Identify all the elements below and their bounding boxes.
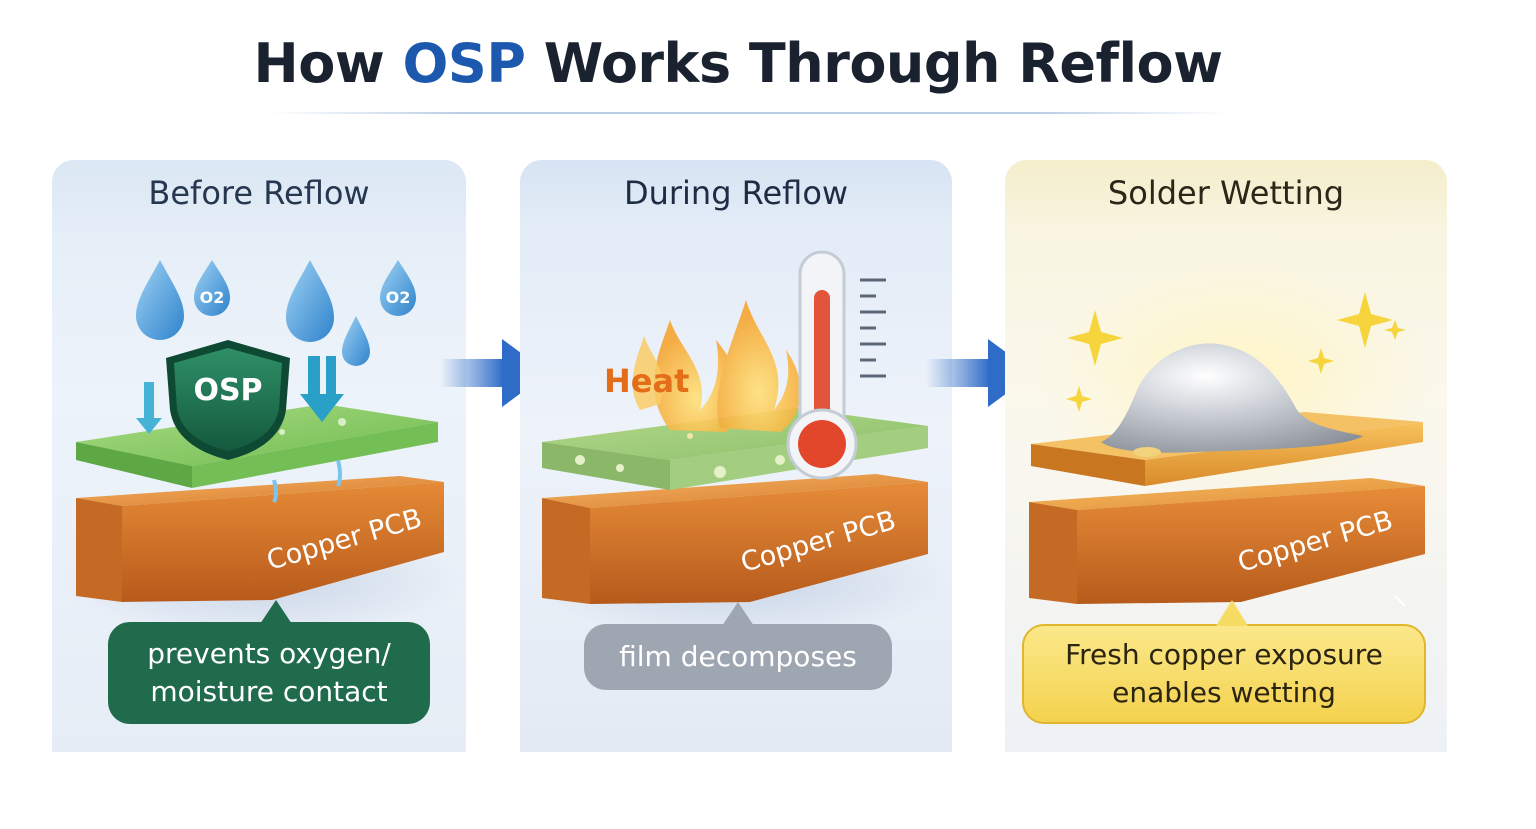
title-post: Works Through Reflow (525, 32, 1223, 95)
title-pre: How (253, 32, 403, 95)
thermometer-icon (786, 250, 886, 480)
flame-icon (632, 300, 801, 432)
water-drop-icon (136, 260, 184, 340)
oxygen-molecule-icon: O2 (194, 260, 230, 316)
panel-heading: Before Reflow (52, 160, 466, 226)
callout-pointer (1216, 600, 1248, 626)
down-arrow-icon (300, 356, 344, 422)
copper-pcb-block: Copper PCB (76, 476, 444, 602)
copper-pcb-block: Copper PCB (1029, 478, 1425, 604)
before-reflow-illustration: Copper PCB O2 O2 (62, 260, 462, 640)
down-arrow-icon (136, 382, 162, 434)
water-drop-icon (286, 260, 334, 342)
callout-solder-wetting: Fresh copper exposure enables wetting (1022, 624, 1426, 724)
page-title: How OSP Works Through Reflow (0, 32, 1476, 95)
callout-before-reflow: prevents oxygen/ moisture contact (108, 622, 430, 724)
panel-before-reflow: Before Reflow Copper PCB (52, 160, 466, 752)
oxygen-molecule-icon: O2 (380, 260, 416, 316)
panel-heading: Solder Wetting (1005, 160, 1447, 226)
callout-pointer (722, 602, 754, 626)
callout-pointer (260, 600, 292, 624)
solder-blob-icon (1101, 343, 1363, 457)
callout-during-reflow: film decomposes (584, 624, 892, 690)
water-drop-icon (342, 316, 370, 366)
svg-text:O2: O2 (200, 288, 225, 307)
heat-label: Heat (604, 362, 689, 400)
panel-heading: During Reflow (520, 160, 952, 226)
svg-text:OSP: OSP (193, 373, 262, 408)
copper-pcb-block: Copper PCB (542, 474, 928, 604)
title-highlight: OSP (402, 32, 526, 95)
solder-wetting-illustration: Copper PCB (1029, 260, 1435, 607)
during-reflow-illustration: Copper PCB Heat (530, 250, 950, 640)
shield-icon: OSP (166, 340, 290, 460)
title-divider (270, 112, 1230, 114)
svg-text:O2: O2 (386, 288, 411, 307)
sparkle-icon (1066, 292, 1406, 412)
